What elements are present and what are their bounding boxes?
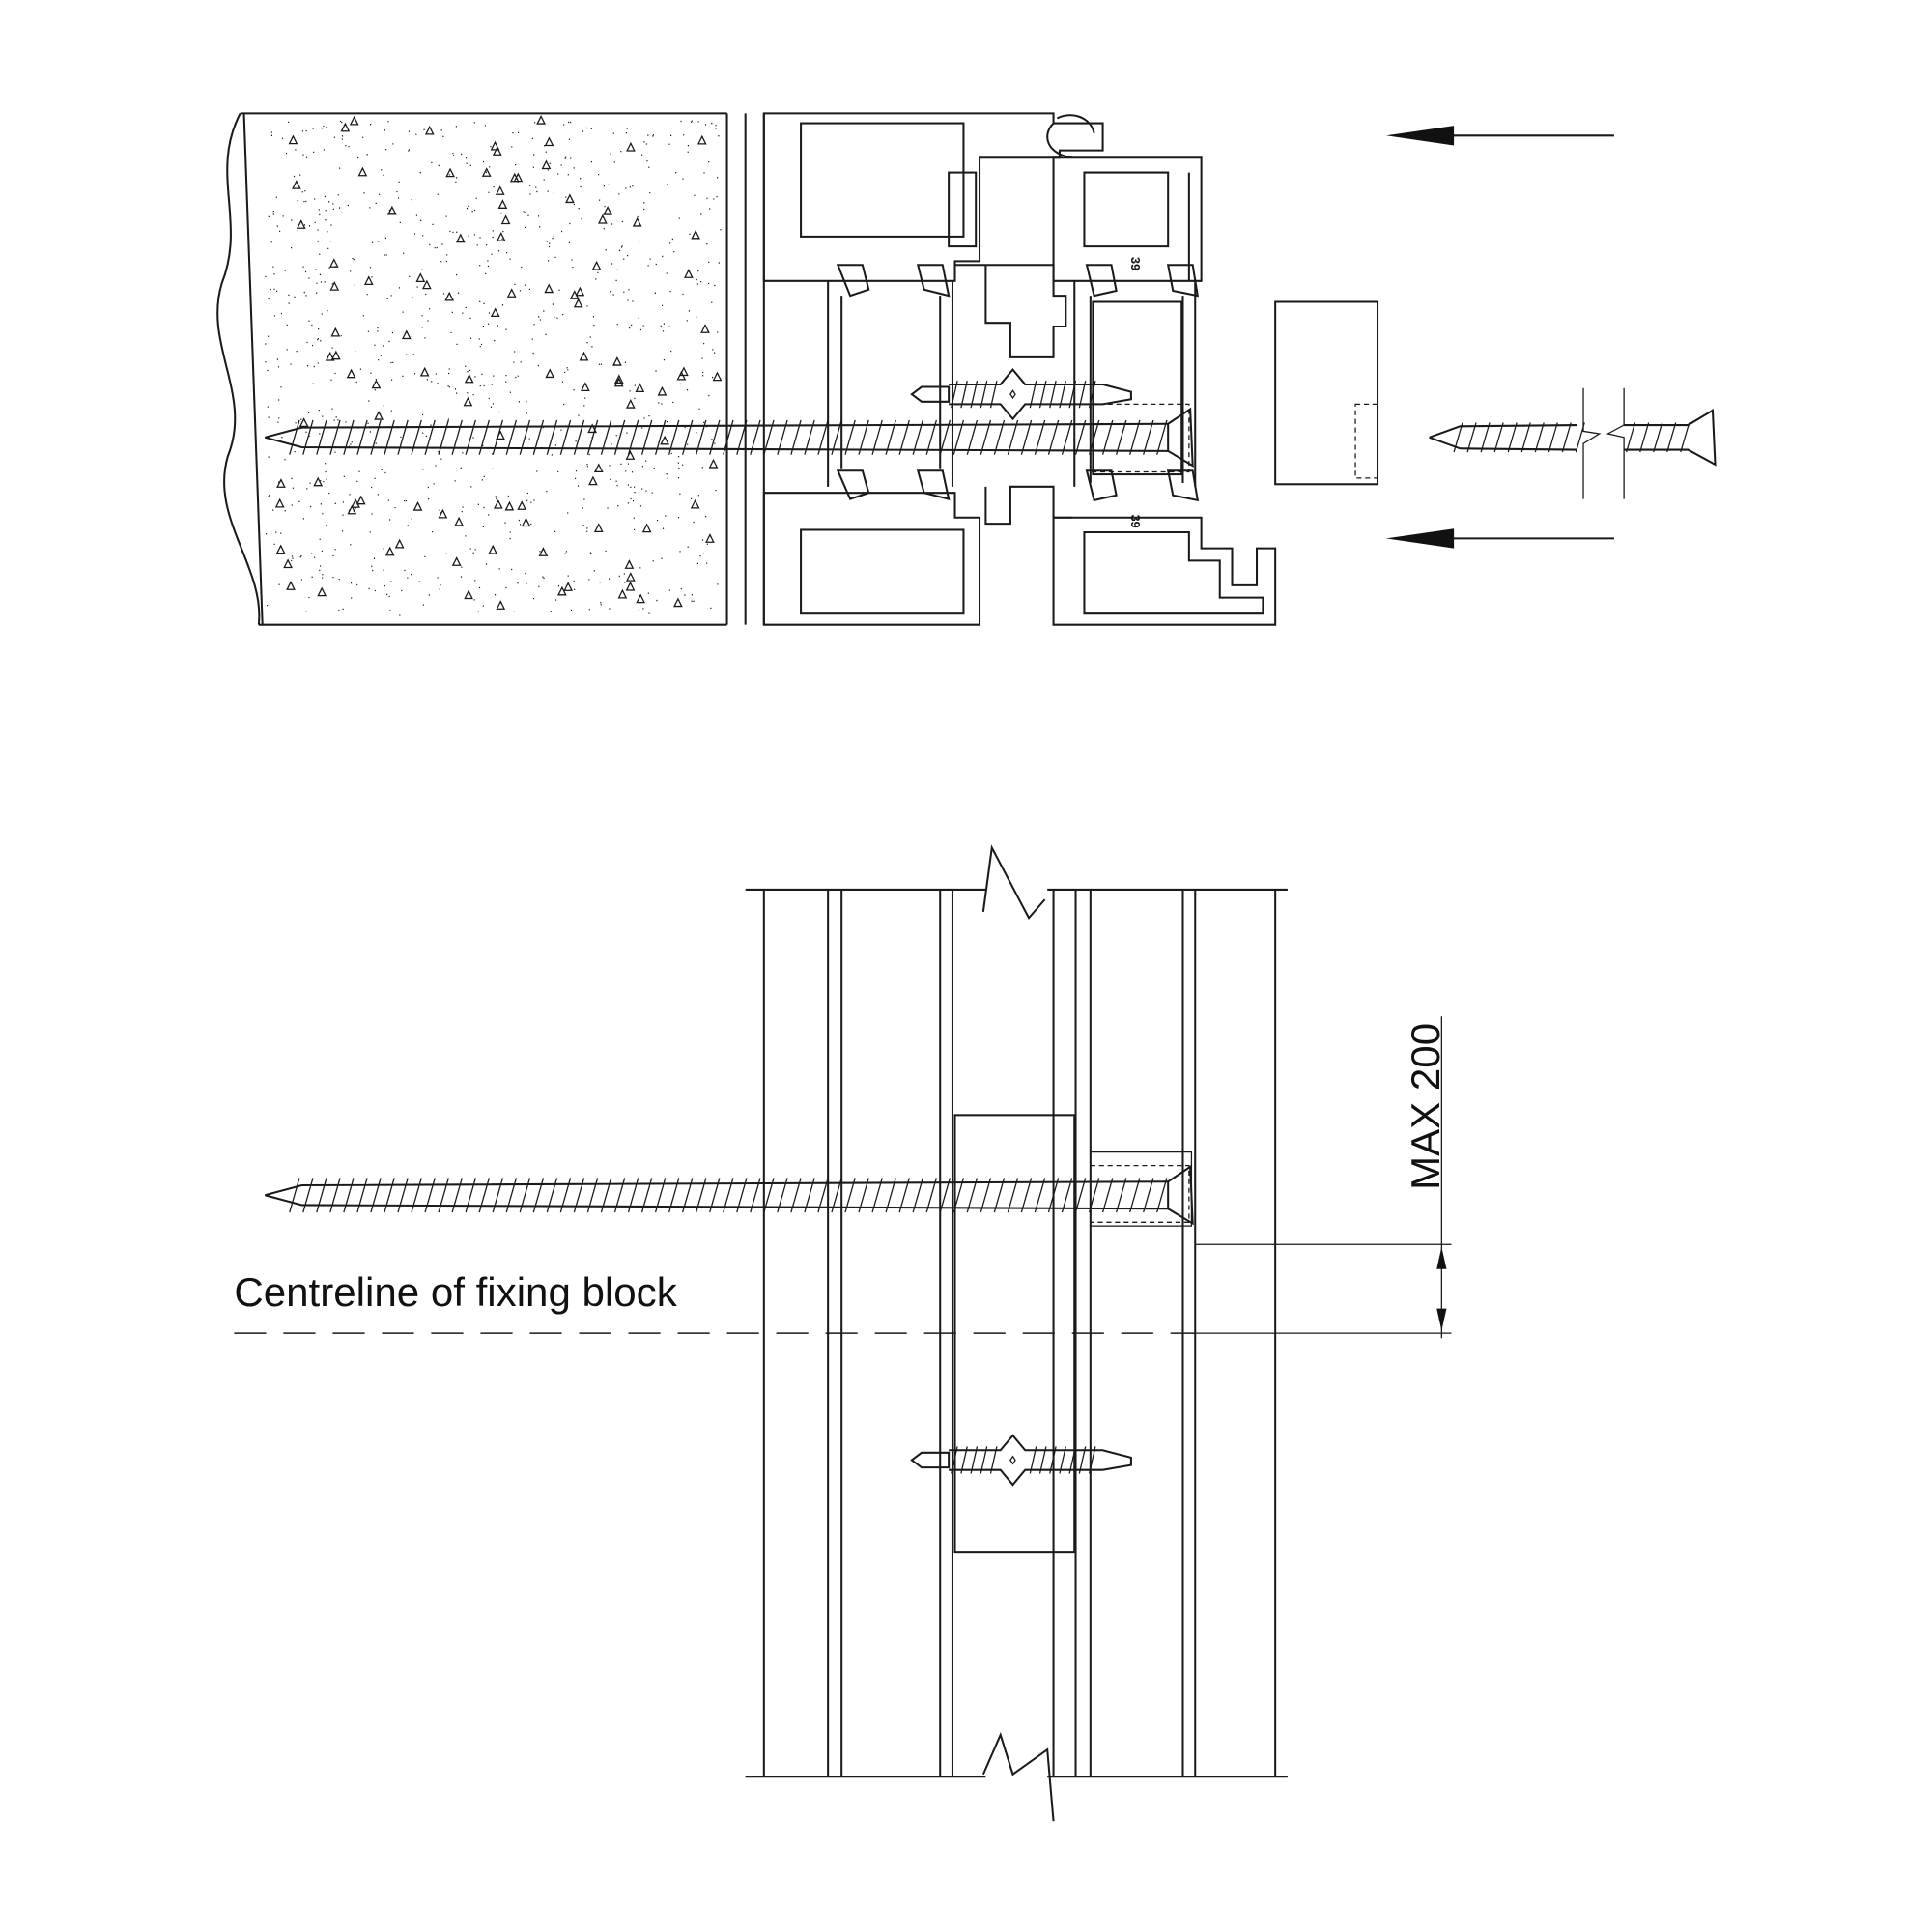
concrete-stipple-hatch: [265, 114, 723, 616]
profile-mark-top: 39: [1128, 257, 1143, 270]
fixing-block: [953, 1114, 1076, 1554]
profile-mark-bottom: 39: [1128, 514, 1143, 527]
loose-screw-broken: [1429, 387, 1717, 499]
break-line-bottom: [981, 1732, 1055, 1822]
dimension-max-200: MAX 200: [1195, 1016, 1452, 1339]
concrete-wall-section: [216, 112, 765, 626]
self-drilling-screw-elevation: [910, 1434, 1132, 1487]
insertion-arrow-top: [1385, 126, 1614, 146]
break-line-top: [981, 844, 1046, 921]
frame-fixing-screw-top: [264, 407, 1194, 468]
dimension-label: MAX 200: [1403, 1023, 1448, 1190]
frame-elevation: [745, 844, 1288, 1822]
cover-cap-block: [1274, 300, 1379, 486]
centreline-label: Centreline of fixing block: [234, 1269, 677, 1315]
window-frame-profile: 39 39: [762, 112, 1277, 626]
self-drilling-screw-top: [910, 368, 1132, 421]
insertion-arrow-bottom: [1385, 528, 1614, 549]
counterbore-outline: [1090, 403, 1190, 473]
frame-fixing-screw-elevation: [264, 1165, 1194, 1226]
